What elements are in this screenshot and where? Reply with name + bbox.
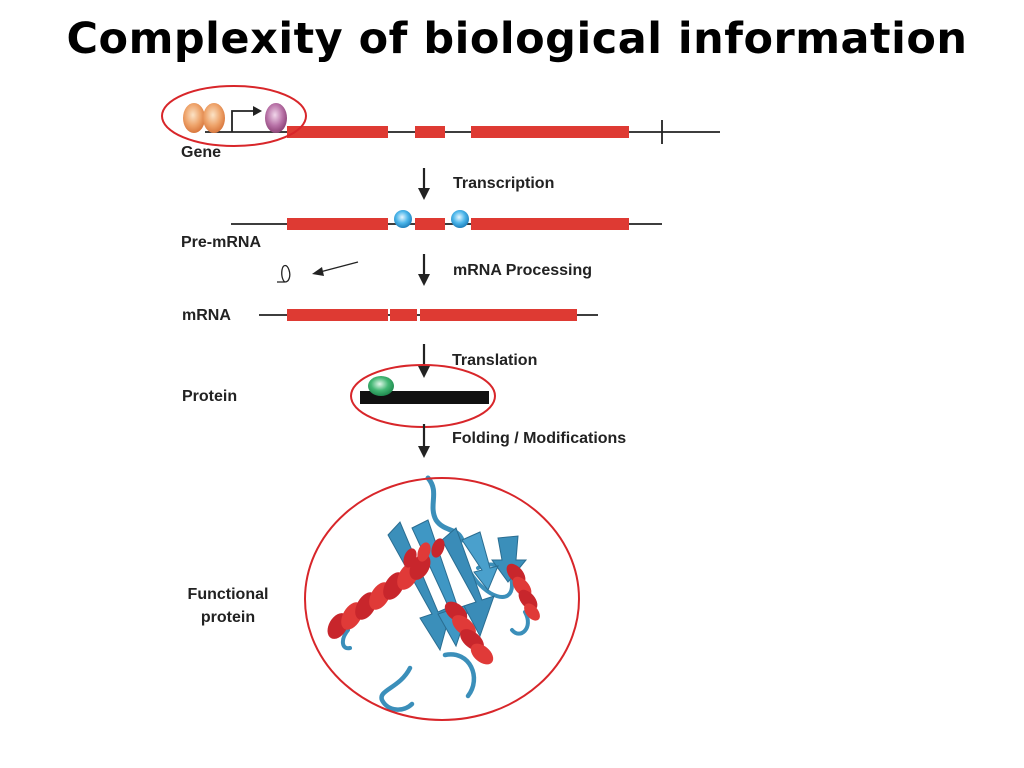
gene-row: Gene — [161, 85, 720, 161]
pre-mrna-row: Pre-mRNA — [181, 210, 662, 251]
alpha-helix — [327, 554, 431, 639]
polypeptide-chain — [360, 391, 489, 404]
alpha-helix — [403, 538, 445, 568]
mrna-exon-3 — [420, 309, 577, 321]
intron-removal-arrow — [319, 261, 359, 273]
protein-row: Protein — [182, 364, 496, 428]
ribosome-icon — [368, 376, 394, 396]
down-arrow-icon — [418, 188, 430, 200]
folding-step: Folding / Modifications — [418, 424, 626, 458]
transcription-factors-icon — [183, 103, 225, 133]
functional-label-line2: protein — [201, 609, 255, 626]
beta-strand — [461, 531, 499, 591]
mrna-label: mRNA — [182, 307, 231, 324]
gene-exon-3 — [471, 126, 629, 138]
alpha-helix — [506, 563, 540, 621]
mrna-exon-2 — [390, 309, 417, 321]
processing-step: mRNA Processing — [277, 254, 592, 286]
transcription-step: Transcription — [418, 168, 554, 200]
alpha-helix — [444, 601, 494, 665]
pre-mrna-exon-2 — [415, 218, 445, 230]
down-arrow-icon — [418, 366, 430, 378]
gene-exon-1 — [287, 126, 388, 138]
pre-mrna-exon-1 — [287, 218, 388, 230]
pre-mrna-label: Pre-mRNA — [181, 234, 261, 251]
folding-label: Folding / Modifications — [452, 430, 626, 447]
folded-protein-ribbon-icon — [327, 475, 540, 712]
functional-label-line1: Functional — [188, 586, 269, 603]
beta-strand — [441, 527, 495, 638]
rna-polymerase-icon — [265, 103, 287, 133]
translation-label: Translation — [452, 352, 537, 369]
promoter-highlight-ring — [161, 85, 307, 147]
promoter-arrowhead — [253, 106, 262, 116]
excised-intron-lariat-icon — [277, 264, 291, 283]
mrna-row: mRNA — [182, 307, 598, 324]
intron-removal-arrowhead — [312, 267, 324, 276]
down-arrow-icon — [418, 274, 430, 286]
transcription-label: Transcription — [453, 175, 554, 192]
translation-step: Translation — [418, 344, 537, 378]
pre-mrna-exon-3 — [471, 218, 629, 230]
processing-label: mRNA Processing — [453, 262, 592, 279]
promoter-arrow-icon — [231, 110, 255, 132]
functional-protein-highlight-ring — [304, 477, 580, 721]
down-arrow-icon — [418, 446, 430, 458]
functional-protein-row: Functional protein — [188, 475, 580, 721]
protein-label: Protein — [182, 388, 237, 405]
gene-label: Gene — [181, 144, 221, 161]
slide-title: Complexity of biological information — [66, 14, 968, 64]
spliceosome-icon — [394, 210, 412, 228]
mrna-exon-1 — [287, 309, 388, 321]
spliceosome-icon — [451, 210, 469, 228]
gene-exon-2 — [415, 126, 445, 138]
